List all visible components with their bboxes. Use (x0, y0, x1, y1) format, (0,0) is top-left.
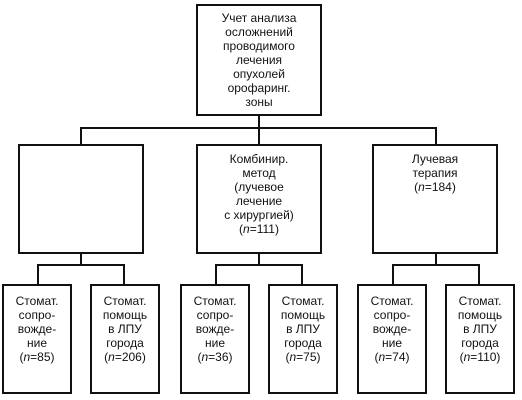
radiation-line: терапия (412, 166, 458, 180)
connector-middle-left (80, 127, 82, 144)
n-symbol: n (108, 350, 115, 364)
leaf-line: Стомат. (370, 294, 414, 308)
leaf-line: сопро- (18, 308, 56, 322)
connector-left-b (123, 264, 125, 284)
n-symbol: n (378, 350, 386, 364)
root-line: лечения (235, 53, 283, 67)
n-symbol: n (418, 180, 425, 194)
leaf-count: (n=206) (104, 350, 146, 364)
leaf-text: Стомат. помощь в ЛПУ города (n=75) (270, 294, 336, 364)
leaf-line: Стомат. (193, 294, 237, 308)
combined-line: с хирургией) (224, 208, 294, 222)
n-symbol: n (23, 350, 31, 364)
combined-line: Комбинир. (229, 152, 289, 166)
leaf-n-value: 206 (121, 350, 142, 364)
leaf-line: Стомат. (15, 294, 59, 308)
leaf-n-value: 75 (303, 350, 317, 364)
radiation-count: (n=184) (414, 180, 456, 194)
connector-right-bus (392, 264, 480, 266)
radiation-text: Лучевая терапия (n=184) (374, 152, 496, 194)
leaf-line: Стомат. (458, 294, 502, 308)
connector-middle-right (435, 127, 437, 144)
middle-box-radiation: Лучевая терапия (n=184) (372, 144, 498, 254)
leaf-line: ние (26, 336, 47, 350)
middle-box-empty (18, 144, 144, 254)
leaf-line: вожде- (372, 322, 412, 336)
leaf-count: (n=110) (459, 350, 501, 364)
leaf-line: ние (381, 336, 402, 350)
connector-center-b (301, 264, 303, 284)
leaf-box-6: Стомат. помощь в ЛПУ города (n=110) (445, 284, 515, 394)
leaf-box-5: Стомат. сопро- вожде- ние (n=74) (357, 284, 427, 394)
connector-center-down (258, 254, 260, 265)
combined-line: (лучевое (234, 180, 284, 194)
connector-root-down (258, 116, 260, 128)
leaf-n-value: 74 (392, 350, 406, 364)
n-symbol: n (243, 222, 250, 236)
leaf-count: (n=36) (197, 350, 233, 364)
connector-middle-center (258, 127, 260, 144)
n-symbol: n (463, 350, 471, 364)
leaf-line: вожде- (17, 322, 57, 336)
leaf-line: города (284, 336, 322, 350)
root-line: Учет анализа (221, 11, 297, 25)
leaf-text: Стомат. помощь в ЛПУ города (n=110) (447, 294, 513, 364)
leaf-box-4: Стомат. помощь в ЛПУ города (n=75) (268, 284, 338, 394)
leaf-line: сопро- (196, 308, 234, 322)
leaf-line: вожде- (195, 322, 235, 336)
leaf-box-3: Стомат. сопро- вожде- ние (n=36) (180, 284, 250, 394)
root-box: Учет анализа осложнений проводимого лече… (196, 4, 322, 116)
leaf-line: Стомат. (103, 294, 147, 308)
leaf-count: (n=74) (374, 350, 410, 364)
root-text: Учет анализа осложнений проводимого лече… (198, 11, 320, 109)
leaf-line: в ЛПУ (463, 322, 497, 336)
n-symbol: n (289, 350, 297, 364)
leaf-text: Стомат. помощь в ЛПУ города (n=206) (92, 294, 158, 364)
leaf-n-value: 85 (37, 350, 51, 364)
root-line: орофаринг. (227, 81, 291, 95)
leaf-line: города (106, 336, 144, 350)
leaf-count: (n=85) (19, 350, 55, 364)
leaf-line: Стомат. (281, 294, 325, 308)
combined-count: (n=111) (239, 222, 279, 236)
connector-left-down (80, 254, 82, 265)
connector-left-a (37, 264, 39, 284)
leaf-n-value: 110 (477, 350, 497, 364)
leaf-text: Стомат. сопро- вожде- ние (n=74) (359, 294, 425, 364)
leaf-n-value: 36 (215, 350, 229, 364)
leaf-line: ние (204, 336, 225, 350)
leaf-line: помощь (457, 308, 503, 322)
combined-line: метод (242, 166, 276, 180)
root-line: проводимого (223, 39, 295, 53)
radiation-line: Лучевая (411, 152, 459, 166)
n-symbol: n (201, 350, 209, 364)
middle-box-combined: Комбинир. метод (лучевое лечение с хирур… (196, 144, 322, 254)
connector-center-bus (215, 264, 303, 266)
leaf-box-1: Стомат. сопро- вожде- ние (n=85) (2, 284, 72, 394)
root-line: осложнений (225, 25, 293, 39)
connector-center-a (215, 264, 217, 284)
combined-text: Комбинир. метод (лучевое лечение с хирур… (198, 152, 320, 236)
root-line: зоны (245, 95, 273, 109)
connector-left-bus (37, 264, 125, 266)
connector-right-b (478, 264, 480, 284)
leaf-box-2: Стомат. помощь в ЛПУ города (n=206) (90, 284, 160, 394)
leaf-line: сопро- (373, 308, 411, 322)
leaf-line: помощь (280, 308, 326, 322)
leaf-line: помощь (102, 308, 148, 322)
root-line: опухолей (233, 67, 285, 81)
radiation-n-value: 184 (431, 180, 452, 194)
leaf-text: Стомат. сопро- вожде- ние (n=36) (182, 294, 248, 364)
connector-right-down (435, 254, 437, 265)
combined-n-value: 111 (256, 222, 275, 236)
leaf-line: в ЛПУ (286, 322, 320, 336)
leaf-count: (n=75) (285, 350, 321, 364)
leaf-line: города (461, 336, 499, 350)
combined-line: лечение (235, 194, 283, 208)
connector-right-a (392, 264, 394, 284)
leaf-text: Стомат. сопро- вожде- ние (n=85) (4, 294, 70, 364)
leaf-line: в ЛПУ (108, 322, 142, 336)
